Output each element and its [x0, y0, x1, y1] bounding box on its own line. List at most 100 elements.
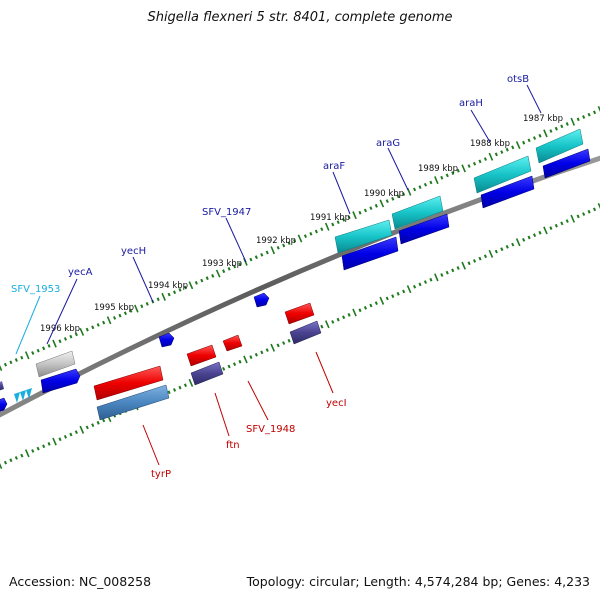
leader-tyrP	[142, 424, 160, 466]
inner-major-tick	[352, 308, 357, 317]
inner-minor-tick	[363, 305, 368, 310]
label-yecI: yecI	[326, 398, 347, 409]
outer-minor-tick	[238, 262, 242, 267]
leader-ftn	[214, 392, 230, 437]
outer-major-tick	[488, 152, 494, 161]
inner-major-tick	[52, 437, 57, 446]
gene-araF[interactable]	[334, 219, 393, 254]
inner-major-tick	[0, 462, 3, 470]
leader-araG	[387, 147, 409, 191]
gene-blue-2[interactable]	[480, 175, 535, 209]
outer-minor-tick	[63, 337, 68, 341]
outer-major-tick	[597, 105, 600, 113]
inner-minor-tick	[63, 434, 68, 439]
outer-minor-tick	[347, 215, 351, 220]
outer-tick-track	[0, 105, 600, 372]
gene-tyrP[interactable]	[93, 365, 164, 401]
gene-SFV_1953[interactable]	[14, 388, 32, 403]
inner-minor-tick	[467, 261, 471, 266]
outer-minor-tick	[178, 288, 182, 292]
outer-minor-tick	[478, 159, 482, 164]
outer-minor-tick	[336, 220, 340, 224]
kbp-label-1989: 1989 kbp	[418, 164, 458, 174]
outer-minor-tick	[456, 168, 460, 173]
gene-otsB[interactable]	[535, 128, 584, 164]
inner-minor-tick	[91, 423, 95, 428]
gene-SFV_1948[interactable]	[222, 334, 243, 352]
kbp-labels: 1987 kbp 1988 kbp 1989 kbp 1990 kbp 1991…	[40, 114, 563, 334]
inner-major-tick	[379, 296, 385, 305]
outer-minor-tick	[303, 234, 308, 239]
outer-minor-tick	[587, 112, 591, 117]
inner-minor-tick	[47, 442, 51, 446]
outer-minor-tick	[58, 339, 62, 344]
gene-SFV_1947[interactable]	[253, 292, 270, 308]
leader-SFV_1953	[15, 295, 41, 355]
outer-major-tick	[461, 164, 466, 173]
inner-minor-tick	[527, 235, 531, 240]
outer-minor-tick	[102, 320, 106, 325]
outer-minor-tick	[402, 192, 406, 196]
outer-minor-tick	[42, 346, 46, 351]
gene-ftn[interactable]	[186, 344, 217, 367]
inner-minor-tick	[385, 296, 389, 301]
outer-minor-tick	[167, 292, 171, 297]
outer-minor-tick	[91, 325, 95, 330]
gene-blue-yecA[interactable]	[40, 368, 81, 394]
outer-minor-tick	[14, 358, 18, 362]
gene-yecA[interactable]	[35, 350, 76, 378]
outer-minor-tick	[96, 323, 100, 327]
inner-minor-tick	[500, 247, 504, 252]
gene-araH[interactable]	[473, 155, 532, 194]
outer-major-tick	[24, 351, 30, 360]
gene-yecI-slate[interactable]	[289, 320, 322, 345]
inner-minor-tick	[260, 350, 264, 355]
accession-text: Accession: NC_008258	[9, 574, 152, 589]
outer-minor-tick	[538, 133, 542, 138]
gene-yecI[interactable]	[284, 302, 315, 325]
gene-blue-edge[interactable]	[0, 397, 8, 412]
inner-minor-tick	[451, 268, 455, 273]
inner-minor-tick	[374, 301, 378, 306]
gene-blue-4[interactable]	[341, 236, 399, 271]
outer-minor-tick	[391, 196, 395, 201]
inner-minor-tick	[560, 221, 564, 226]
outer-major-tick	[297, 234, 303, 243]
gene-blue-1[interactable]	[542, 148, 591, 179]
outer-minor-tick	[396, 194, 400, 199]
arrow-SFV_1953-b	[20, 390, 26, 401]
inner-minor-tick	[287, 338, 291, 343]
outer-major-tick	[434, 176, 439, 185]
outer-major-tick	[106, 316, 112, 325]
outer-minor-tick	[500, 150, 504, 154]
inner-minor-tick	[3, 460, 8, 465]
gene-araG[interactable]	[391, 195, 444, 230]
inner-minor-tick	[456, 266, 460, 270]
gene-tyrP-steel[interactable]	[96, 384, 170, 421]
gene-slate-edge[interactable]	[0, 381, 4, 391]
leader-araH	[470, 109, 491, 143]
upper-strand-genes	[35, 128, 584, 378]
outer-minor-tick	[374, 203, 378, 208]
label-yecH: yecH	[121, 246, 146, 257]
inner-minor-tick	[412, 284, 417, 289]
inner-minor-tick	[36, 446, 40, 451]
inner-major-tick	[434, 273, 439, 282]
gene-yecH[interactable]	[158, 332, 175, 348]
outer-minor-tick	[592, 110, 597, 115]
label-yecA: yecA	[68, 267, 93, 278]
outer-minor-tick	[276, 246, 280, 250]
inner-minor-tick	[538, 230, 542, 235]
kbp-label-1995: 1995 kbp	[94, 303, 134, 313]
arrow-SFV_1953-a	[14, 392, 20, 403]
outer-major-tick	[515, 141, 521, 150]
kbp-label-1990: 1990 kbp	[364, 189, 404, 199]
inner-minor-tick	[20, 453, 24, 458]
outer-minor-tick	[227, 267, 231, 271]
gene-ftn-slate[interactable]	[190, 361, 224, 386]
label-araG: araG	[376, 138, 400, 149]
label-ftn: ftn	[226, 440, 240, 451]
inner-minor-tick	[440, 273, 444, 277]
gene-blue-3[interactable]	[398, 213, 450, 245]
outer-minor-tick	[505, 147, 509, 152]
